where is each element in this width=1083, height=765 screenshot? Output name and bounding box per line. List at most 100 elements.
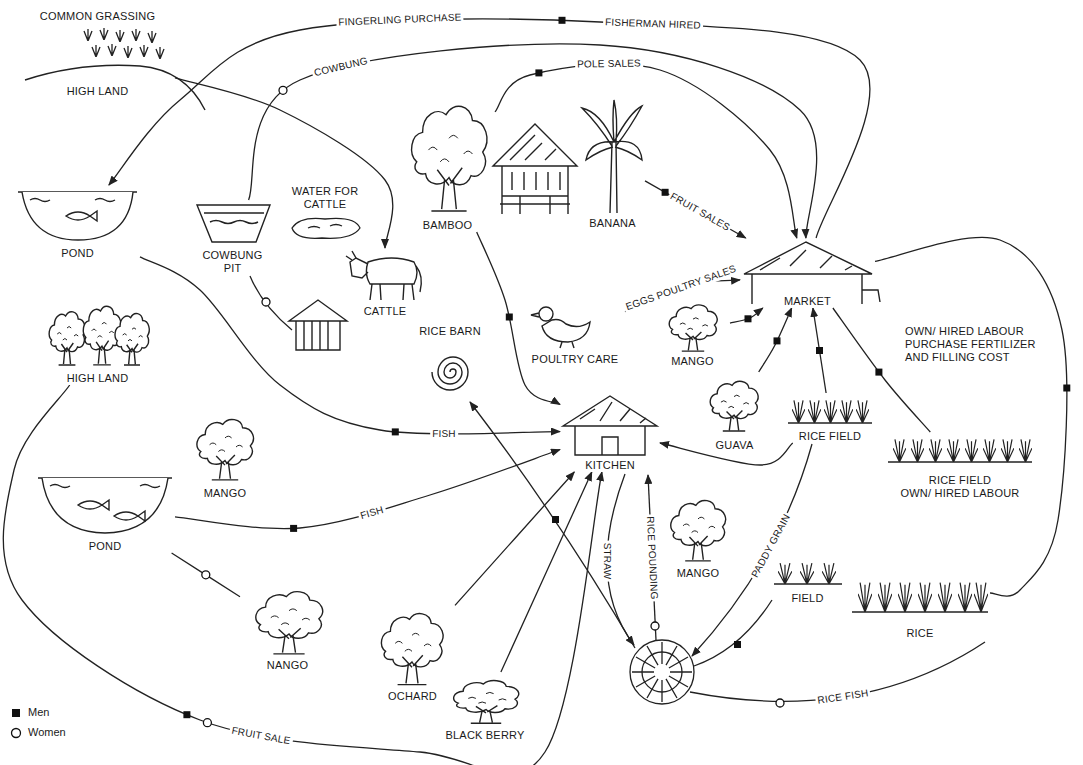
- kitchen-drawing: [563, 396, 657, 426]
- rice-drawing: [918, 583, 932, 612]
- mango-tree-drawing: [256, 592, 323, 654]
- hill-drawing: [140, 45, 148, 57]
- farmhouse-drawing: [510, 135, 556, 160]
- highland-trees-drawing: [49, 312, 85, 365]
- flow-line: [250, 276, 985, 701]
- resource-node: GUAVA: [697, 372, 772, 452]
- flow-line: [470, 402, 635, 648]
- men-mark: [183, 711, 190, 718]
- cowbung-pit-drawing: [197, 205, 270, 242]
- node-label: MANGO: [669, 355, 716, 368]
- resource-node: BAMBOO: [400, 92, 495, 232]
- mango-tree-drawing: [197, 419, 253, 479]
- flow-line: [694, 600, 772, 666]
- rice-field-drawing: [808, 400, 821, 423]
- resource-node: COMMON GRASSINGHIGH LAND: [20, 10, 175, 98]
- resource-node: POULTRY CARE: [525, 298, 625, 366]
- banana-tree-drawing: [610, 142, 617, 213]
- flow-arrow: [175, 78, 393, 248]
- rice-field-drawing: [983, 439, 996, 462]
- blackberry-tree-drawing: [454, 681, 519, 724]
- hill-drawing: [25, 28, 205, 110]
- mango-tree-drawing: [197, 419, 253, 479]
- hill-drawing: [132, 29, 140, 41]
- guava-tree-drawing: [710, 381, 758, 431]
- hill-drawing: [84, 29, 92, 41]
- rice-field-drawing: [788, 422, 872, 423]
- cost-note: OWN/ HIRED LABOUR PURCHASE FERTILIZER AN…: [905, 325, 1055, 364]
- resource-node: KITCHEN: [560, 392, 660, 472]
- women-mark: [202, 571, 210, 579]
- men-mark: [290, 525, 297, 532]
- flow-line: [692, 444, 812, 656]
- men-mark: [816, 347, 823, 354]
- node-label: MARKET: [782, 295, 833, 308]
- poultry-drawing: [531, 313, 539, 317]
- pond-drawing: [66, 211, 97, 221]
- node-label: COMMON GRASSING: [38, 10, 157, 23]
- cattle-drawing: [416, 266, 421, 292]
- flow-arrow: [501, 472, 592, 672]
- flow-arrow: [109, 19, 870, 238]
- flow-arrow: [645, 181, 746, 238]
- rice-barn-drawing: [432, 357, 468, 390]
- rice-field-drawing: [1001, 439, 1014, 462]
- node-label: WATER FOR CATTLE: [283, 185, 367, 211]
- node-label: MANGO: [675, 567, 722, 580]
- node-label: BAMBOO: [421, 219, 475, 232]
- small-hut-drawing: [289, 300, 347, 321]
- threshing-floor-drawing: [630, 640, 694, 704]
- bamboo-tree-drawing: [412, 106, 487, 211]
- field-drawing: [774, 563, 842, 584]
- rice-field-drawing: [888, 461, 1032, 462]
- resource-node: COWBUNG PIT: [193, 200, 273, 275]
- men-mark: [774, 337, 781, 344]
- rice-field-drawing: [1019, 439, 1032, 462]
- legend-item: Women: [10, 726, 66, 739]
- node-label: MANGO: [202, 487, 249, 500]
- rice-field-drawing: [824, 400, 837, 423]
- resource-node: MANGO: [185, 410, 265, 500]
- pond-drawing: [22, 192, 133, 240]
- resource-node: CATTLE: [345, 248, 425, 318]
- small-hut-drawing: [296, 321, 340, 350]
- resource-node: POND: [15, 185, 140, 260]
- pond-drawing: [38, 478, 172, 533]
- resource-node: RICE BARN: [410, 325, 490, 400]
- rice-field-drawing: [929, 439, 942, 462]
- node-label: RICE: [904, 627, 935, 640]
- flow-arrow: [172, 553, 240, 597]
- node-label: NANGO: [265, 659, 310, 672]
- rice-drawing: [858, 583, 872, 612]
- resource-node: OCHARD: [370, 603, 455, 703]
- mango-tree-drawing: [669, 305, 717, 351]
- edge-label: FRUIT SALES: [667, 190, 734, 235]
- flow-arrow: [477, 232, 560, 404]
- gender-mark: [734, 641, 741, 648]
- node-label: FIELD: [789, 592, 825, 605]
- poultry-drawing: [539, 307, 553, 321]
- threshing-floor-drawing: [632, 642, 692, 702]
- threshing-floor-drawing: [630, 640, 694, 704]
- flow-label: FISHERMAN HIRED: [603, 16, 703, 31]
- edge-label: FISH: [430, 428, 458, 440]
- kitchen-drawing: [602, 437, 618, 455]
- resource-node: WATER FOR CATTLE: [282, 185, 368, 240]
- women-mark: [203, 719, 211, 727]
- node-label: HIGH LAND: [65, 372, 131, 385]
- rice-drawing: [958, 583, 972, 612]
- resource-node: RICE FIELDOWN/ HIRED LABOUR: [885, 432, 1035, 500]
- legend-label: Men: [28, 706, 49, 719]
- pond-drawing: [30, 199, 115, 202]
- resource-node: FIELD: [770, 555, 845, 605]
- node-label: RICE BARN: [417, 325, 483, 338]
- edge-label: POLE SALES: [575, 58, 643, 71]
- legend-symbol: [10, 727, 22, 739]
- guava-tree-drawing: [710, 381, 758, 431]
- highland-trees-drawing: [49, 306, 149, 365]
- flow-label: RICE POUNDING: [644, 514, 660, 602]
- puddle-drawing: [292, 218, 360, 238]
- hill-drawing: [100, 28, 108, 40]
